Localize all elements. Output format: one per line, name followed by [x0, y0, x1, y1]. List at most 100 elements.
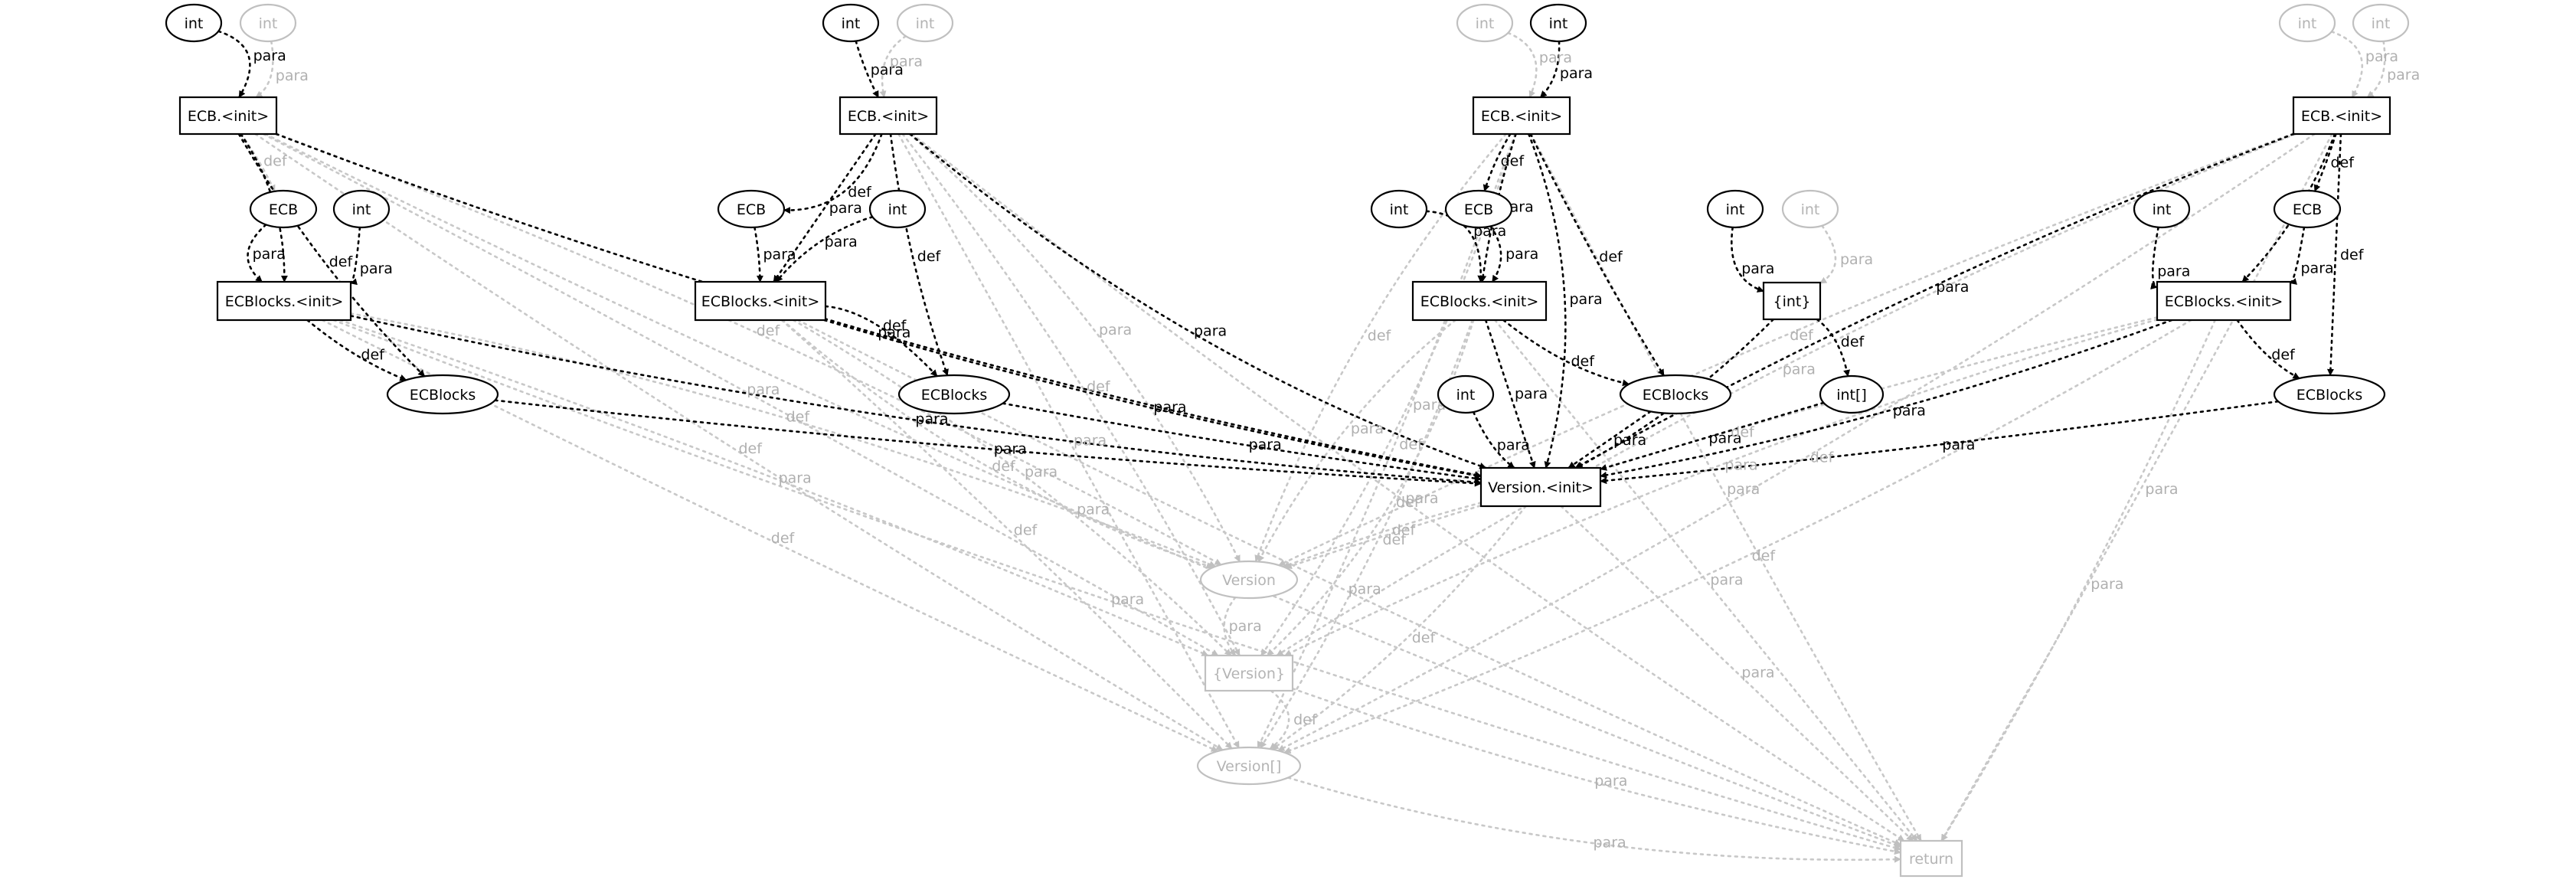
- node-label-B1: ECBlocks.<init>: [225, 293, 344, 310]
- node-shape-i1c: [332, 189, 391, 229]
- edge-B3-to-V: [1257, 319, 1457, 563]
- edge-label-E1-to-VA: def: [739, 440, 763, 457]
- edge-B3-to-VS: [1266, 319, 1475, 657]
- edge-label-VI-to-VA: def: [1412, 629, 1437, 646]
- edge-label-i2c-to-B2: para: [825, 234, 858, 250]
- node-label-i2c: int: [888, 201, 907, 218]
- edge-label-B2-to-R: para: [1348, 581, 1381, 598]
- node-c2: ECB: [717, 189, 786, 229]
- node-shape-i4b: [2352, 3, 2410, 43]
- node-shape-E1: [178, 96, 278, 136]
- node-label-i5b: int: [1801, 201, 1820, 218]
- edge-label-i5b-to-A: para: [1840, 251, 1873, 268]
- node-i4a: int: [2278, 3, 2336, 43]
- edge-label-c1-to-B1: para: [253, 246, 286, 263]
- edge-label-E3-to-VA: def: [1399, 436, 1424, 453]
- node-VA: Version[]: [1196, 746, 1302, 786]
- edge-labels-layer: paraparadefparaparaparadefdefparaparapar…: [253, 47, 2421, 851]
- edge-label-c3-to-B3: para: [1505, 246, 1538, 263]
- edge-i2c-to-B2: [775, 215, 874, 283]
- node-shape-k3: [1619, 374, 1732, 415]
- edge-B1-to-VI: [349, 315, 1483, 486]
- edge-B3-to-VI: [1484, 319, 1536, 469]
- node-label-VI: Version.<init>: [1488, 479, 1594, 496]
- node-c4: ECB: [2273, 189, 2342, 229]
- edge-i4c-to-B4: [2150, 226, 2159, 289]
- node-shape-A: [1762, 281, 1822, 321]
- node-label-i2a: int: [842, 15, 861, 32]
- node-E4: ECB.<init>: [2292, 96, 2391, 136]
- edge-label-V-to-VS: para: [1229, 618, 1262, 635]
- edge-label-B4-to-k4: def: [2271, 346, 2296, 363]
- edge-label-E2-to-VA: para: [1074, 432, 1107, 449]
- edge-label-i3b-to-E3: para: [1560, 65, 1593, 82]
- node-label-R: return: [1909, 851, 1953, 868]
- edge-label-E4-to-VS: para: [1783, 361, 1816, 378]
- edge-B3-to-R: [1494, 319, 1918, 842]
- edge-E4-to-R: [1940, 132, 2333, 842]
- edge-E3-to-V: [1254, 132, 1507, 563]
- edge-label-B3-to-V: para: [1351, 420, 1384, 437]
- node-shape-ia: [1819, 374, 1885, 414]
- node-shape-i4c: [2133, 189, 2191, 229]
- edge-label-B4-to-VA: def: [1752, 548, 1777, 564]
- node-label-i3c: int: [1390, 201, 1409, 218]
- edge-label-E2-to-R: para: [1405, 490, 1438, 507]
- edge-E1-to-VI: [275, 132, 1483, 479]
- edge-label-E1-to-R: para: [1077, 502, 1110, 518]
- node-label-k4: ECBlocks: [2296, 387, 2363, 404]
- edge-label-E2-to-V: para: [1099, 322, 1132, 338]
- node-A: {int}: [1762, 281, 1822, 321]
- edge-k2-to-VI: [1002, 402, 1483, 482]
- edge-label-E3-to-V: def: [1368, 328, 1392, 345]
- edge-i2b-to-E2: [879, 34, 907, 99]
- edge-label-c2-to-B2: para: [763, 247, 796, 263]
- node-shape-i3b: [1529, 3, 1587, 43]
- edge-B4-to-VI: [1599, 319, 2173, 479]
- edge-label-E4-to-V: def: [1790, 327, 1814, 344]
- edge-B1-to-V: [349, 312, 1217, 567]
- node-shape-B4: [2156, 280, 2292, 322]
- edge-label-E1-to-VS: para: [747, 381, 780, 398]
- node-i4c: int: [2133, 189, 2191, 229]
- node-shape-i2b: [896, 3, 954, 43]
- edge-label-E2-to-VI: para: [1194, 322, 1227, 339]
- node-E3: ECB.<init>: [1472, 96, 1571, 136]
- node-label-i4b: int: [2372, 15, 2391, 32]
- edge-c2-to-B2: [754, 226, 763, 283]
- node-R: return: [1899, 839, 1963, 878]
- node-shape-E4: [2292, 96, 2391, 136]
- node-label-B2: ECBlocks.<init>: [701, 293, 820, 310]
- edge-label-ia-to-VI: para: [1708, 430, 1741, 446]
- node-shape-VS: [1204, 654, 1294, 692]
- muted-edges-layer: [240, 31, 2386, 863]
- node-label-c1: ECB: [269, 201, 298, 218]
- node-shape-i1a: [165, 3, 223, 43]
- edge-E1-to-k1: [237, 132, 426, 378]
- edge-label-E1-to-k1: def: [329, 253, 354, 270]
- edge-label-i1a-to-E1: para: [253, 47, 286, 64]
- edge-label-i1c-to-B1: para: [360, 260, 393, 277]
- edge-label-VA-to-R: para: [1594, 834, 1626, 851]
- edge-E1-to-VS: [262, 132, 1219, 657]
- node-label-i5a: int: [1726, 201, 1745, 218]
- edge-E3-to-VI: [1528, 132, 1567, 469]
- node-label-E4: ECB.<init>: [2301, 108, 2382, 125]
- edge-B4-to-k4: [2236, 319, 2300, 380]
- node-label-E3: ECB.<init>: [1481, 108, 1562, 125]
- edge-label-E4-to-k4: def: [2340, 247, 2365, 263]
- highlighted-edges-layer: [217, 30, 2342, 487]
- edge-label-B2-to-VA: def: [1014, 521, 1038, 538]
- edge-ia-to-VI: [1599, 401, 1825, 471]
- edge-i3d-to-VI: [1472, 410, 1515, 469]
- node-VI: Version.<init>: [1479, 466, 1602, 508]
- edge-label-k4-to-VI: para: [1942, 436, 1975, 453]
- node-shape-k4: [2273, 374, 2386, 415]
- node-label-A: {int}: [1773, 293, 1811, 310]
- edge-label-B2-to-VS: para: [1025, 464, 1058, 481]
- edge-label-i4c-to-B4: para: [2157, 263, 2190, 280]
- node-k3: ECBlocks: [1619, 374, 1732, 415]
- node-B3: ECBlocks.<init>: [1411, 280, 1548, 322]
- edge-E2-to-R: [910, 132, 1905, 842]
